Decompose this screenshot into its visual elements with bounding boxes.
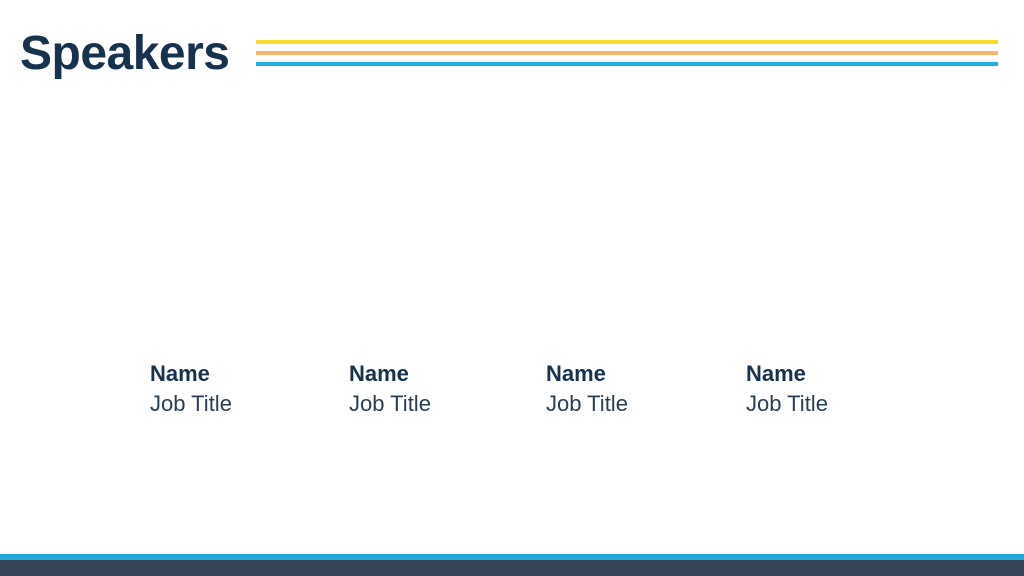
slide-title: Speakers: [20, 27, 230, 80]
speaker-name: Name: [746, 361, 806, 386]
footer-accent-line: [0, 554, 1024, 560]
speaker-name: Name: [150, 361, 210, 386]
speaker-job-title: Job Title: [546, 391, 628, 416]
title-stripe-blue: [256, 62, 998, 66]
speaker-name: Name: [349, 361, 409, 386]
speaker-job-title: Job Title: [150, 391, 232, 416]
speaker-job-title: Job Title: [746, 391, 828, 416]
speaker-card-3: Name Job Title: [546, 360, 726, 420]
speaker-job-title: Job Title: [349, 391, 431, 416]
footer-bar: [0, 560, 1024, 576]
speaker-card-4: Name Job Title: [746, 360, 926, 420]
speaker-card-1: Name Job Title: [150, 360, 330, 420]
title-stripe-orange: [256, 51, 998, 55]
title-stripe-yellow: [256, 40, 998, 44]
speaker-card-2: Name Job Title: [349, 360, 529, 420]
speaker-name: Name: [546, 361, 606, 386]
speaker-list: Name Job Title Name Job Title Name Job T…: [0, 360, 1024, 430]
